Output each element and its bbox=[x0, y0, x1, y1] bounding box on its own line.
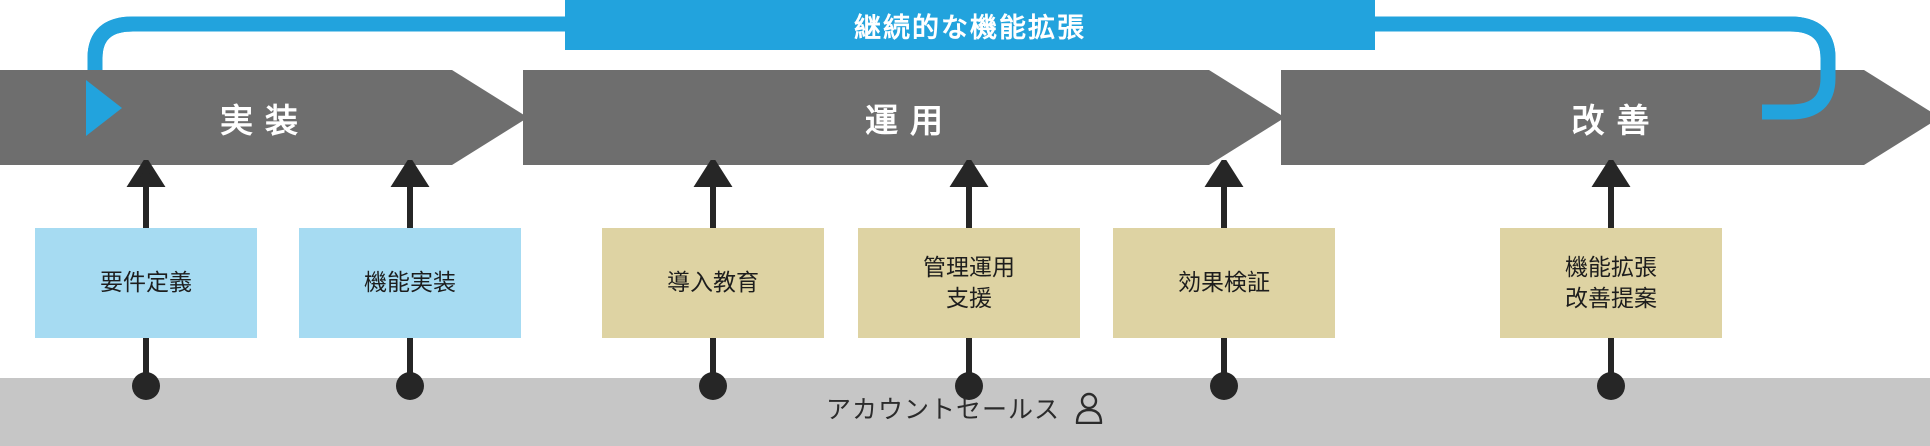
task-box-mgmt-support[interactable]: 管理運用 支援 bbox=[858, 228, 1080, 338]
task-label-feature-impl: 機能実装 bbox=[364, 269, 456, 296]
person-icon bbox=[1075, 392, 1103, 424]
task-label-mgmt-support-line1: 管理運用 bbox=[923, 253, 1015, 280]
banner-label: 継続的な機能拡張 bbox=[854, 12, 1086, 43]
task-box-validation[interactable]: 効果検証 bbox=[1113, 228, 1335, 338]
connector-layer bbox=[126, 160, 1631, 400]
task-box-onboarding[interactable]: 導入教育 bbox=[602, 228, 824, 338]
account-sales-label: アカウントセールス bbox=[825, 396, 1060, 424]
phase-chevron-operation[interactable]: 運用 bbox=[523, 70, 1285, 165]
phase-label-implementation: 実装 bbox=[220, 101, 310, 139]
continuous-expansion-banner: 継続的な機能拡張 bbox=[565, 0, 1375, 50]
phase-chevron-implementation[interactable]: 実装 bbox=[0, 70, 528, 165]
task-box-feature-impl[interactable]: 機能実装 bbox=[299, 228, 521, 338]
task-box-requirements[interactable]: 要件定義 bbox=[35, 228, 257, 338]
task-label-enhancement-line2: 改善提案 bbox=[1565, 285, 1657, 311]
task-label-enhancement-line1: 機能拡張 bbox=[1565, 253, 1657, 280]
task-box-enhancement[interactable]: 機能拡張 改善提案 bbox=[1500, 228, 1722, 338]
task-label-validation: 効果検証 bbox=[1178, 269, 1270, 296]
account-sales-label-group: アカウントセールス bbox=[0, 390, 1930, 426]
task-label-mgmt-support-line2: 支援 bbox=[946, 285, 992, 311]
task-label-onboarding: 導入教育 bbox=[667, 269, 759, 296]
phase-label-operation: 運用 bbox=[865, 101, 955, 139]
task-label-requirements: 要件定義 bbox=[100, 269, 192, 296]
phase-chevron-improvement[interactable]: 改善 bbox=[1281, 70, 1930, 165]
phase-label-improvement: 改善 bbox=[1571, 101, 1662, 139]
